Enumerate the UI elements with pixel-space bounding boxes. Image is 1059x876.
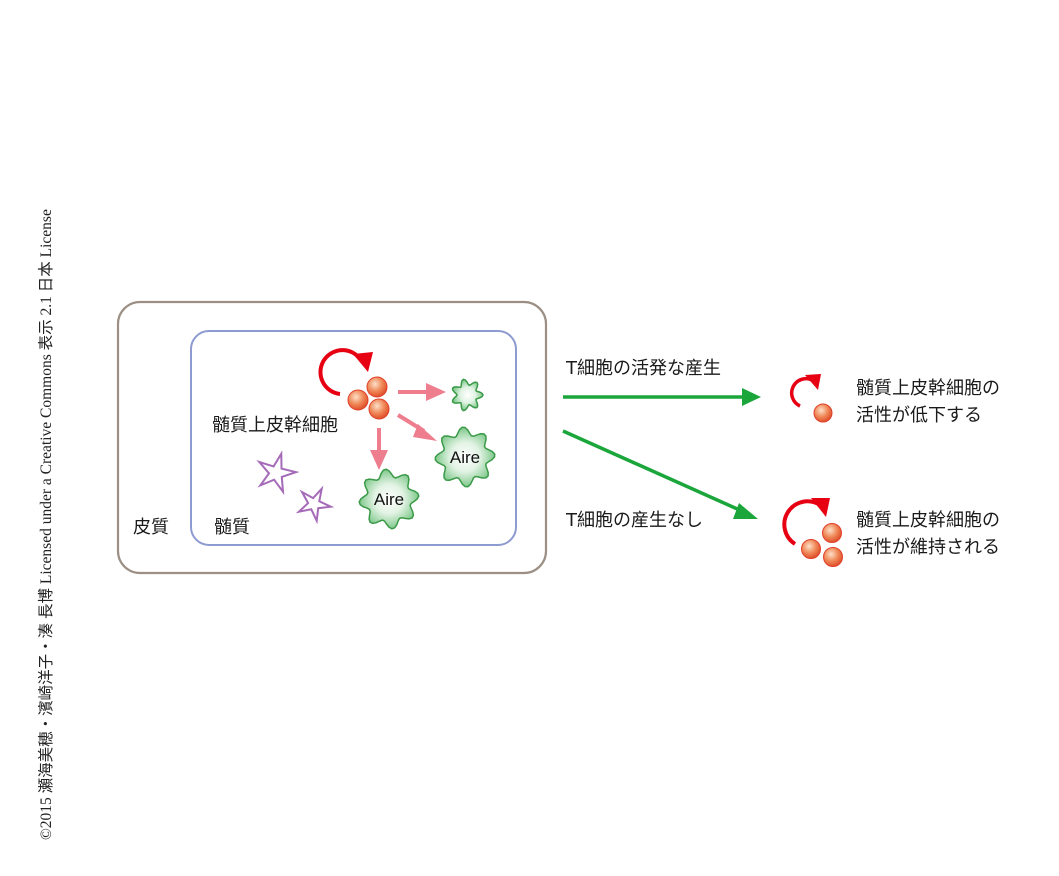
dendritic-cell-icon <box>256 450 300 496</box>
immature-mtec-cell <box>451 378 484 412</box>
medulla-label: 髄質 <box>214 517 250 538</box>
differentiation-arrow-right <box>398 383 446 401</box>
no-production-arrow <box>562 429 758 519</box>
license-text: ©2015 瀬海美穂・濱崎洋子・湊 長博 Licensed under a Cr… <box>37 209 55 840</box>
aire-label: Aire <box>450 448 480 467</box>
differentiation-arrow-diagonal <box>396 413 437 441</box>
aire-mtec-cell <box>358 468 420 530</box>
active-production-arrow <box>563 388 761 406</box>
stem-cell <box>347 389 369 411</box>
stem-cell <box>823 547 843 567</box>
stem-cell-cluster <box>347 376 390 420</box>
weak-renewal-arrowhead-icon <box>805 374 821 390</box>
active-production-label: T細胞の活発な産生 <box>565 358 721 379</box>
aire-mtec-cell <box>434 426 496 488</box>
maintained-renewal-arrow-icon <box>782 499 822 546</box>
medulla-box <box>190 330 517 546</box>
cortex-label: 皮質 <box>133 517 169 538</box>
no-production-label: T細胞の産生なし <box>565 510 703 531</box>
decrease-text-line1: 髄質上皮幹細胞の <box>856 378 1000 399</box>
stem-cell <box>822 523 842 543</box>
weak-renewal-arrow-icon <box>789 376 813 408</box>
aire-label: Aire <box>374 490 404 509</box>
stem-cell <box>368 398 390 420</box>
stem-cell <box>801 539 821 559</box>
stem-cell <box>366 376 388 398</box>
maintain-text-line1: 髄質上皮幹細胞の <box>856 510 1000 531</box>
stem-cell <box>813 403 833 423</box>
self-renewal-arrow-icon <box>318 348 364 396</box>
self-renewal-arrowhead-icon <box>353 352 373 372</box>
stem-cell-label: 髄質上皮幹細胞 <box>212 415 338 436</box>
maintained-renewal-arrowhead-icon <box>811 498 830 517</box>
dendritic-cell-icon <box>295 485 335 525</box>
differentiation-arrow-down <box>370 428 388 470</box>
maintain-text-line2: 活性が維持される <box>856 537 1000 558</box>
cortex-box <box>116 300 548 575</box>
decrease-text-line2: 活性が低下する <box>856 405 982 426</box>
